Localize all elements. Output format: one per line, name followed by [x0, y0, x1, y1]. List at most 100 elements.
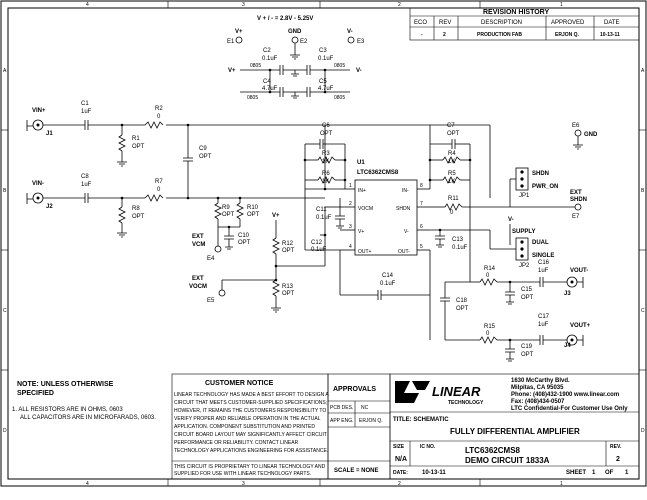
border-number: 3 — [242, 481, 245, 487]
pin-out-plus: OUT+ — [358, 249, 372, 255]
ext-vocm-label: EXT — [192, 276, 204, 282]
r5-ref: R5 — [448, 171, 456, 177]
e2-label: E2 — [300, 39, 308, 45]
jp1-label: JP1 — [519, 193, 530, 199]
border-letter: D — [641, 428, 645, 434]
app-eng-label: APP ENG. — [330, 418, 354, 424]
c14-ref: C14 — [382, 273, 394, 279]
r14-value: 0 — [486, 273, 490, 279]
r13-ref: R13 — [282, 284, 294, 290]
c9-ref: C9 — [199, 146, 207, 152]
c3-value: 0.1uF — [318, 56, 334, 62]
r14-ref: R14 — [484, 266, 496, 272]
c5-value: 4.7uF — [318, 86, 334, 92]
revision-history-table: REVISION HISTORY ECO REV DESCRIPTION APP… — [409, 7, 640, 41]
c7-ref: C7 — [447, 123, 455, 129]
pin-vocm: VOCM — [358, 206, 373, 212]
title-label: TITLE: SCHEMATIC — [393, 417, 449, 423]
right-controls: E6 GND SHDN PWR_ON JP1 EXT SHDN E7 V- SU… — [489, 123, 598, 269]
date-label: DATE: — [393, 470, 408, 476]
c18-value: OPT — [456, 306, 469, 312]
c13-value: 0.1uF — [452, 245, 468, 251]
r3-ref: R3 — [322, 151, 330, 157]
pcb-des-label: PCB DES. — [330, 405, 353, 411]
e5-label: E5 — [207, 298, 215, 304]
linear-technology-logo: LINEAR TECHNOLOGY — [395, 381, 484, 406]
jp2-vminus-label: V- — [508, 217, 514, 223]
note-title: SPECIFIED — [17, 390, 54, 397]
c10-value: OPT — [238, 240, 251, 246]
c15-value: OPT — [521, 295, 534, 301]
input-section: VIN+ J1 VIN- J2 C1 1uF R2 0 R1 OPT C8 1u… — [26, 101, 325, 238]
c3-ref: C3 — [319, 48, 327, 54]
c13-ref: C13 — [452, 237, 464, 243]
r10-value: OPT — [247, 212, 260, 218]
border-letter: B — [641, 188, 645, 194]
feedback-network: C6 OPT R3 1K R6 1K C7 OPT R4 1K R5 1K — [303, 123, 510, 300]
revision-header: APPROVED — [551, 20, 585, 26]
c17-ref: C17 — [538, 314, 550, 320]
border-letter: A — [641, 68, 645, 74]
r8-ref: R8 — [132, 206, 140, 212]
vcm-section: R9 OPT R10 OPT C10 OPT EXT VCM E4 — [192, 196, 260, 262]
vplus-label: V+ — [235, 29, 243, 35]
border-number: 2 — [398, 481, 401, 487]
phone-line: Phone: (408)432-1900 www.linear.com — [511, 392, 619, 398]
r4-value: 1K — [448, 159, 455, 165]
r6-value: 1K — [322, 179, 329, 185]
e4-label: E4 — [207, 256, 215, 262]
j2-label: J2 — [46, 204, 53, 210]
customer-notice-line: LINEAR TECHNOLOGY HAS MADE A BEST EFFORT… — [174, 392, 329, 398]
title-block: LINEAR TECHNOLOGY 1630 McCarthy Blvd. Mi… — [389, 373, 640, 480]
r7-value: 0 — [157, 187, 161, 193]
note-title: NOTE: UNLESS OTHERWISE — [17, 381, 114, 388]
revision-title: REVISION HISTORY — [483, 9, 549, 16]
border-letter: C — [3, 308, 7, 314]
terminal-e3 — [347, 36, 355, 44]
revision-cell: 2 — [443, 32, 446, 38]
r12-ref: R12 — [282, 241, 294, 247]
note-line: 1. ALL RESISTORS ARE IN OHMS, 0603 — [12, 407, 123, 413]
vcm-label: VCM — [192, 242, 205, 248]
demo-circuit-value: DEMO CIRCUIT 1833A — [465, 456, 550, 465]
customer-notice-line: CIRCUIT BOARD LAYOUT MAY SIGNIFICANTLY A… — [174, 432, 327, 438]
border-number: 4 — [86, 2, 89, 8]
r4-ref: R4 — [448, 151, 456, 157]
e6-gnd-label: GND — [584, 132, 598, 138]
address-line: Milpitas, CA 95035 — [511, 385, 564, 391]
pcb-des-value: NC — [361, 405, 369, 411]
e7-label: E7 — [572, 214, 580, 220]
pin-vminus: V- — [404, 229, 409, 235]
customer-notice-line: PERFORMANCE OR RELIABILITY. CONTACT LINE… — [174, 440, 299, 446]
of-label: OF — [605, 470, 614, 476]
terminal-e5 — [218, 289, 226, 297]
supply-section: V + / - = 2.8V - 5.25V V+ GND V- E1 E2 E… — [227, 16, 365, 101]
r5-value: 1K — [448, 179, 455, 185]
r1-value: OPT — [132, 144, 145, 150]
pin-number: 1 — [349, 183, 352, 189]
terminal-e1 — [235, 36, 243, 44]
fax-line: Fax: (408)434-0507 — [511, 399, 565, 405]
r13-value: OPT — [282, 291, 295, 297]
revision-cell: - — [421, 32, 423, 38]
terminal-e7 — [574, 203, 582, 211]
ic-part: LTC6362CMS8 — [357, 170, 399, 176]
j1-label: J1 — [46, 131, 53, 137]
r9-ref: R9 — [222, 205, 230, 211]
jp1-pwr-on-label: PWR_ON — [532, 184, 558, 190]
revision-cell: ERJON Q. — [555, 32, 580, 38]
logo-wordmark: LINEAR — [432, 384, 481, 399]
revision-cell: PRODUCTION FAB — [477, 32, 522, 38]
e1-label: E1 — [227, 39, 235, 45]
r6-ref: R6 — [322, 171, 330, 177]
date-value: 10-13-11 — [422, 470, 446, 476]
r15-ref: R15 — [484, 324, 496, 330]
vminus-rail-label: V- — [356, 68, 362, 74]
c16-value: 1uF — [538, 268, 549, 274]
c8-value: 1uF — [81, 182, 92, 188]
border-number: 1 — [560, 2, 563, 8]
c1-ref: C1 — [81, 101, 89, 107]
r11-value: 0 — [450, 210, 454, 216]
title-value: FULLY DIFFERENTIAL AMPLIFIER — [450, 427, 580, 436]
customer-notice-line: HOWEVER, IT REMAINS THE CUSTOMERS RESPON… — [174, 408, 326, 414]
